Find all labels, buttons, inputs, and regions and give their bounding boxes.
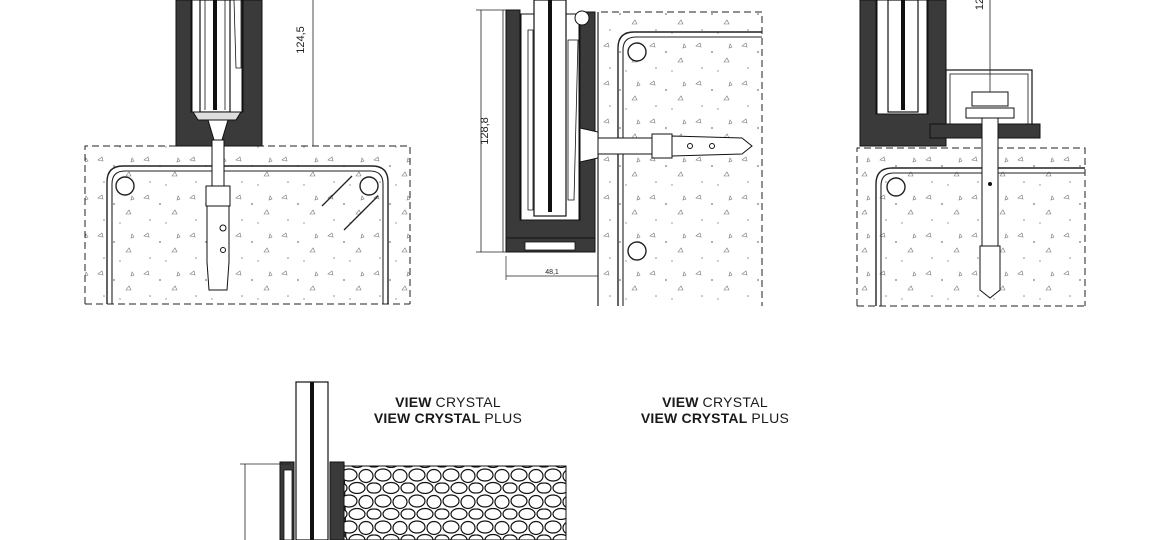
wedge bbox=[527, 29, 534, 211]
concrete-slab bbox=[85, 146, 410, 304]
caption-light: PLUS bbox=[484, 410, 523, 426]
glass-interlayer bbox=[310, 382, 314, 540]
anchor-sleeve bbox=[979, 245, 1001, 299]
anchor-nut bbox=[971, 91, 1009, 107]
rebar-section bbox=[627, 241, 647, 261]
anchor-bolt bbox=[579, 127, 599, 163]
rebar-section bbox=[115, 176, 135, 196]
anchor-hole bbox=[687, 143, 693, 149]
detail-gravel-mount bbox=[240, 381, 567, 540]
gasket bbox=[283, 469, 293, 540]
rebar-section bbox=[627, 42, 647, 62]
base-insert bbox=[524, 241, 576, 251]
anchor-hole bbox=[219, 224, 227, 232]
rebar-section bbox=[359, 176, 379, 196]
anchor-nut bbox=[651, 133, 673, 159]
rebar-cage-inner bbox=[111, 170, 384, 304]
detail-floor-mount: 124,5 bbox=[84, 0, 411, 305]
caption-line-1: VIEW CRYSTAL bbox=[372, 394, 524, 410]
caption-bold: VIEW bbox=[662, 394, 699, 410]
caption-line-2: VIEW CRYSTAL PLUS bbox=[372, 410, 524, 426]
concrete-slab bbox=[598, 12, 762, 306]
base-gasket bbox=[192, 111, 242, 121]
detail-floor-mount-bracket: 12 bbox=[856, 0, 1086, 307]
caption-product-name: VIEW CRYSTAL VIEW CRYSTAL PLUS bbox=[372, 394, 524, 426]
rebar-section bbox=[886, 177, 906, 197]
glass-interlayer bbox=[901, 0, 905, 110]
dimension-label: 124,5 bbox=[295, 26, 307, 54]
detail-side-mount: 128,8 48,1 bbox=[476, 0, 763, 306]
anchor-hole bbox=[220, 247, 226, 253]
glass-interlayer bbox=[213, 0, 217, 110]
rebar-cage-inner bbox=[622, 36, 762, 306]
caption-light: CRYSTAL bbox=[702, 394, 768, 410]
rebar-cage-inner bbox=[880, 172, 1085, 306]
caption-bold: VIEW CRYSTAL bbox=[640, 410, 748, 426]
caption-light: PLUS bbox=[751, 410, 790, 426]
concrete-slab bbox=[857, 148, 1085, 306]
caption-line-2: VIEW CRYSTAL PLUS bbox=[639, 410, 791, 426]
caption-bold: VIEW bbox=[395, 394, 432, 410]
dimension-label: 12 bbox=[974, 0, 986, 10]
anchor-shaft bbox=[211, 139, 225, 191]
rebar-cage bbox=[106, 165, 389, 304]
gravel-infill bbox=[343, 465, 567, 540]
gasket-top bbox=[574, 10, 590, 26]
rebar-cage bbox=[875, 167, 1085, 306]
rebar-hook bbox=[321, 175, 379, 231]
caption-bold: VIEW CRYSTAL bbox=[373, 410, 481, 426]
glass-interlayer bbox=[548, 0, 552, 212]
dimension-label: 128,8 bbox=[479, 117, 491, 145]
profile-wedge bbox=[329, 461, 347, 540]
anchor-sleeve bbox=[206, 205, 230, 291]
wedge bbox=[567, 39, 579, 201]
caption-light: CRYSTAL bbox=[435, 394, 501, 410]
anchor-nut bbox=[205, 185, 231, 207]
anchor-washer bbox=[965, 107, 1015, 119]
anchor-hole bbox=[988, 182, 992, 186]
wedge bbox=[233, 0, 242, 69]
caption-product-name: VIEW CRYSTAL VIEW CRYSTAL PLUS bbox=[639, 394, 791, 426]
anchor-shaft bbox=[597, 137, 655, 155]
anchor-hole bbox=[709, 143, 715, 149]
caption-line-1: VIEW CRYSTAL bbox=[639, 394, 791, 410]
rebar-cage bbox=[617, 31, 762, 306]
concrete-outline bbox=[856, 147, 1086, 306]
dimension-label: 48,1 bbox=[545, 269, 559, 276]
